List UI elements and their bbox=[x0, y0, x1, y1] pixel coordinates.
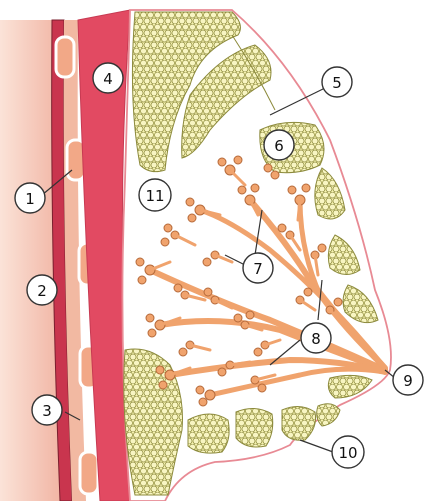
callout-label-2: 2 bbox=[37, 282, 47, 300]
callout-label-4: 4 bbox=[103, 70, 113, 88]
callout-9: 9 bbox=[393, 365, 423, 395]
callout-1: 1 bbox=[15, 183, 45, 213]
callout-label-11: 11 bbox=[145, 187, 164, 205]
callout-8: 8 bbox=[301, 323, 331, 353]
callout-label-9: 9 bbox=[403, 372, 413, 390]
callout-label-5: 5 bbox=[332, 74, 342, 92]
callout-10: 10 bbox=[332, 436, 364, 468]
callout-7: 7 bbox=[243, 253, 273, 283]
callout-3: 3 bbox=[32, 395, 62, 425]
callout-label-10: 10 bbox=[338, 444, 357, 462]
callout-2: 2 bbox=[27, 275, 57, 305]
callout-4: 4 bbox=[93, 63, 123, 93]
callout-label-6: 6 bbox=[274, 137, 284, 155]
callout-6: 6 bbox=[264, 130, 294, 160]
callout-11: 11 bbox=[139, 179, 171, 211]
callout-5: 5 bbox=[322, 67, 352, 97]
callout-label-8: 8 bbox=[311, 330, 321, 348]
callout-label-3: 3 bbox=[42, 402, 52, 420]
callout-label-7: 7 bbox=[253, 260, 263, 278]
chest-wall bbox=[0, 20, 86, 501]
callout-label-1: 1 bbox=[25, 190, 35, 208]
